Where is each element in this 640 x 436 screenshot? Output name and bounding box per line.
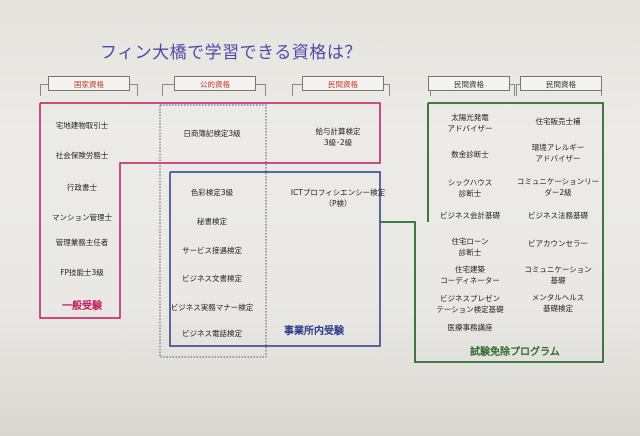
koteki-item: 秘書検定 [197,217,227,226]
minkan2-item: 数金診断士 [451,150,489,159]
kokka-item: 社会保険労務士 [55,151,109,160]
minkan2-item: 医療事務講座 [447,323,493,332]
label-ippan: 一般受験 [62,301,102,312]
header-minkan3: 民間資格 [520,76,602,91]
minkan3-item: コミュニケーション基礎 [524,265,592,285]
kokka-item: 宅地建物取引士 [55,121,109,130]
minkan3-item: ビアカウンセラー [528,239,588,248]
koteki-item: ビジネス実務マナー検定 [170,303,254,312]
kokka-item: マンション管理士 [52,213,112,222]
page-title: フィン大橋で学習できる資格は？ [100,43,362,63]
koteki-dotted-box [159,104,267,358]
koteki-item: サービス接遇検定 [182,246,242,255]
label-shiken: 試験免除プログラム [470,347,560,358]
header-minkan1: 民間資格 [302,76,384,91]
minkan3-item: メンタルヘルス基礎検定 [531,293,585,313]
ippan-outline [39,102,381,319]
kokka-item: 行政書士 [67,183,97,192]
minkan3-item: 環境アレルギーアドバイザー [531,143,585,163]
minkan2-item: シックハウス診断士 [447,178,493,198]
kokka-item: FP技能士3級 [60,268,104,277]
shiken-outline [380,102,604,363]
kokka-item: 管理業務主任者 [55,238,109,247]
header-kokka: 国家資格 [48,76,130,91]
minkan3-item: 住宅販売士補 [535,117,581,126]
minkan3-item: コミュニケーションリーダー2級 [516,177,600,197]
header-koteki: 公的資格 [174,76,256,91]
koteki-item: ビジネス電話検定 [182,329,242,338]
koteki-item: ビジネス文書検定 [182,274,242,283]
minkan2-item: 住宅建築コーディネーター [440,265,500,285]
minkan2-item: 住宅ローン診断士 [451,237,489,257]
jigyousho-outline [169,171,381,347]
header-minkan2: 民間資格 [428,76,510,91]
minkan2-item: ビジネス会計基礎 [440,211,500,220]
minkan2-item: ビジネスプレゼンテーション検定基礎 [436,294,504,314]
minkan2-item: 太陽光発電アドバイザー [447,113,493,133]
koteki-top-item: 日商簿記検定3級 [183,129,241,138]
label-jigyousho: 事業所内受験 [284,326,344,337]
minkan3-item: ビジネス法務基礎 [528,211,588,220]
minkan1-item: ICTプロフィシエンシー検定（P検） [290,188,386,208]
koteki-item: 色彩検定3級 [190,188,234,197]
